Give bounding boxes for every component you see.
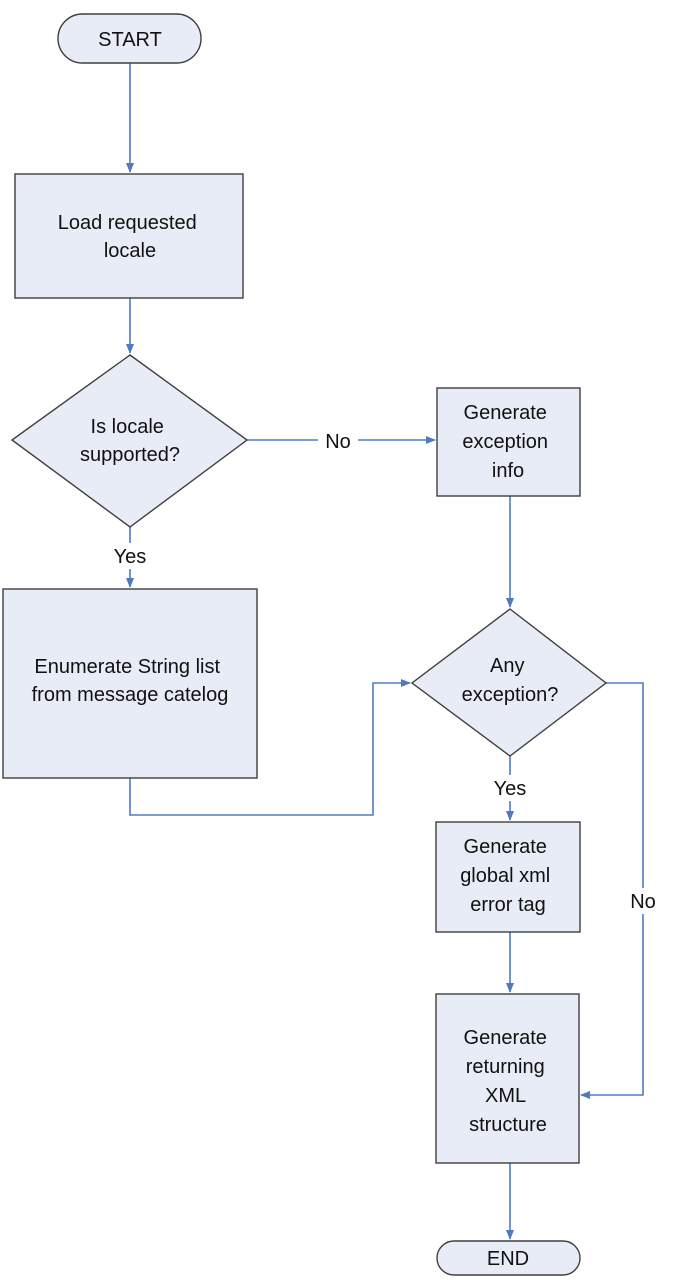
node-is-locale-supported-label: Is locale supported? (80, 416, 180, 466)
node-enumerate-string-list: Enumerate String list from message catel… (2, 588, 258, 779)
node-generate-exception-info: Generate exception info (436, 387, 581, 497)
node-is-locale-supported: Is locale supported? (10, 354, 249, 528)
edge-label-exception-no: No (630, 891, 656, 913)
node-enumerate-string-list-label: Enumerate String list from message catel… (32, 656, 229, 706)
edge-labels: No Yes Yes No (105, 428, 662, 914)
node-end-label: END (487, 1248, 529, 1270)
edge-label-locale-yes: Yes (114, 546, 147, 568)
edge-label-locale-no: No (325, 431, 351, 453)
node-any-exception: Any exception? (410, 608, 608, 757)
node-any-exception-label: Any exception? (462, 655, 559, 706)
node-generate-returning-xml-structure-label: Generate returning XML structure (464, 1027, 553, 1136)
node-end: END (436, 1240, 581, 1276)
node-generate-global-xml-error-tag-label: Generate global xml error tag (460, 836, 556, 916)
node-load-requested-locale-label: Load requested locale (58, 212, 203, 262)
edge-enumerate-to-any-exception (129, 679, 411, 816)
node-load-requested-locale: Load requested locale (14, 173, 244, 299)
edge-label-exception-yes: Yes (494, 778, 527, 800)
node-generate-returning-xml-structure: Generate returning XML structure (435, 993, 580, 1164)
node-generate-exception-info-label: Generate exception info (462, 402, 553, 482)
node-generate-global-xml-error-tag: Generate global xml error tag (435, 821, 581, 933)
node-start: START (57, 13, 202, 64)
node-start-label: START (98, 29, 162, 51)
